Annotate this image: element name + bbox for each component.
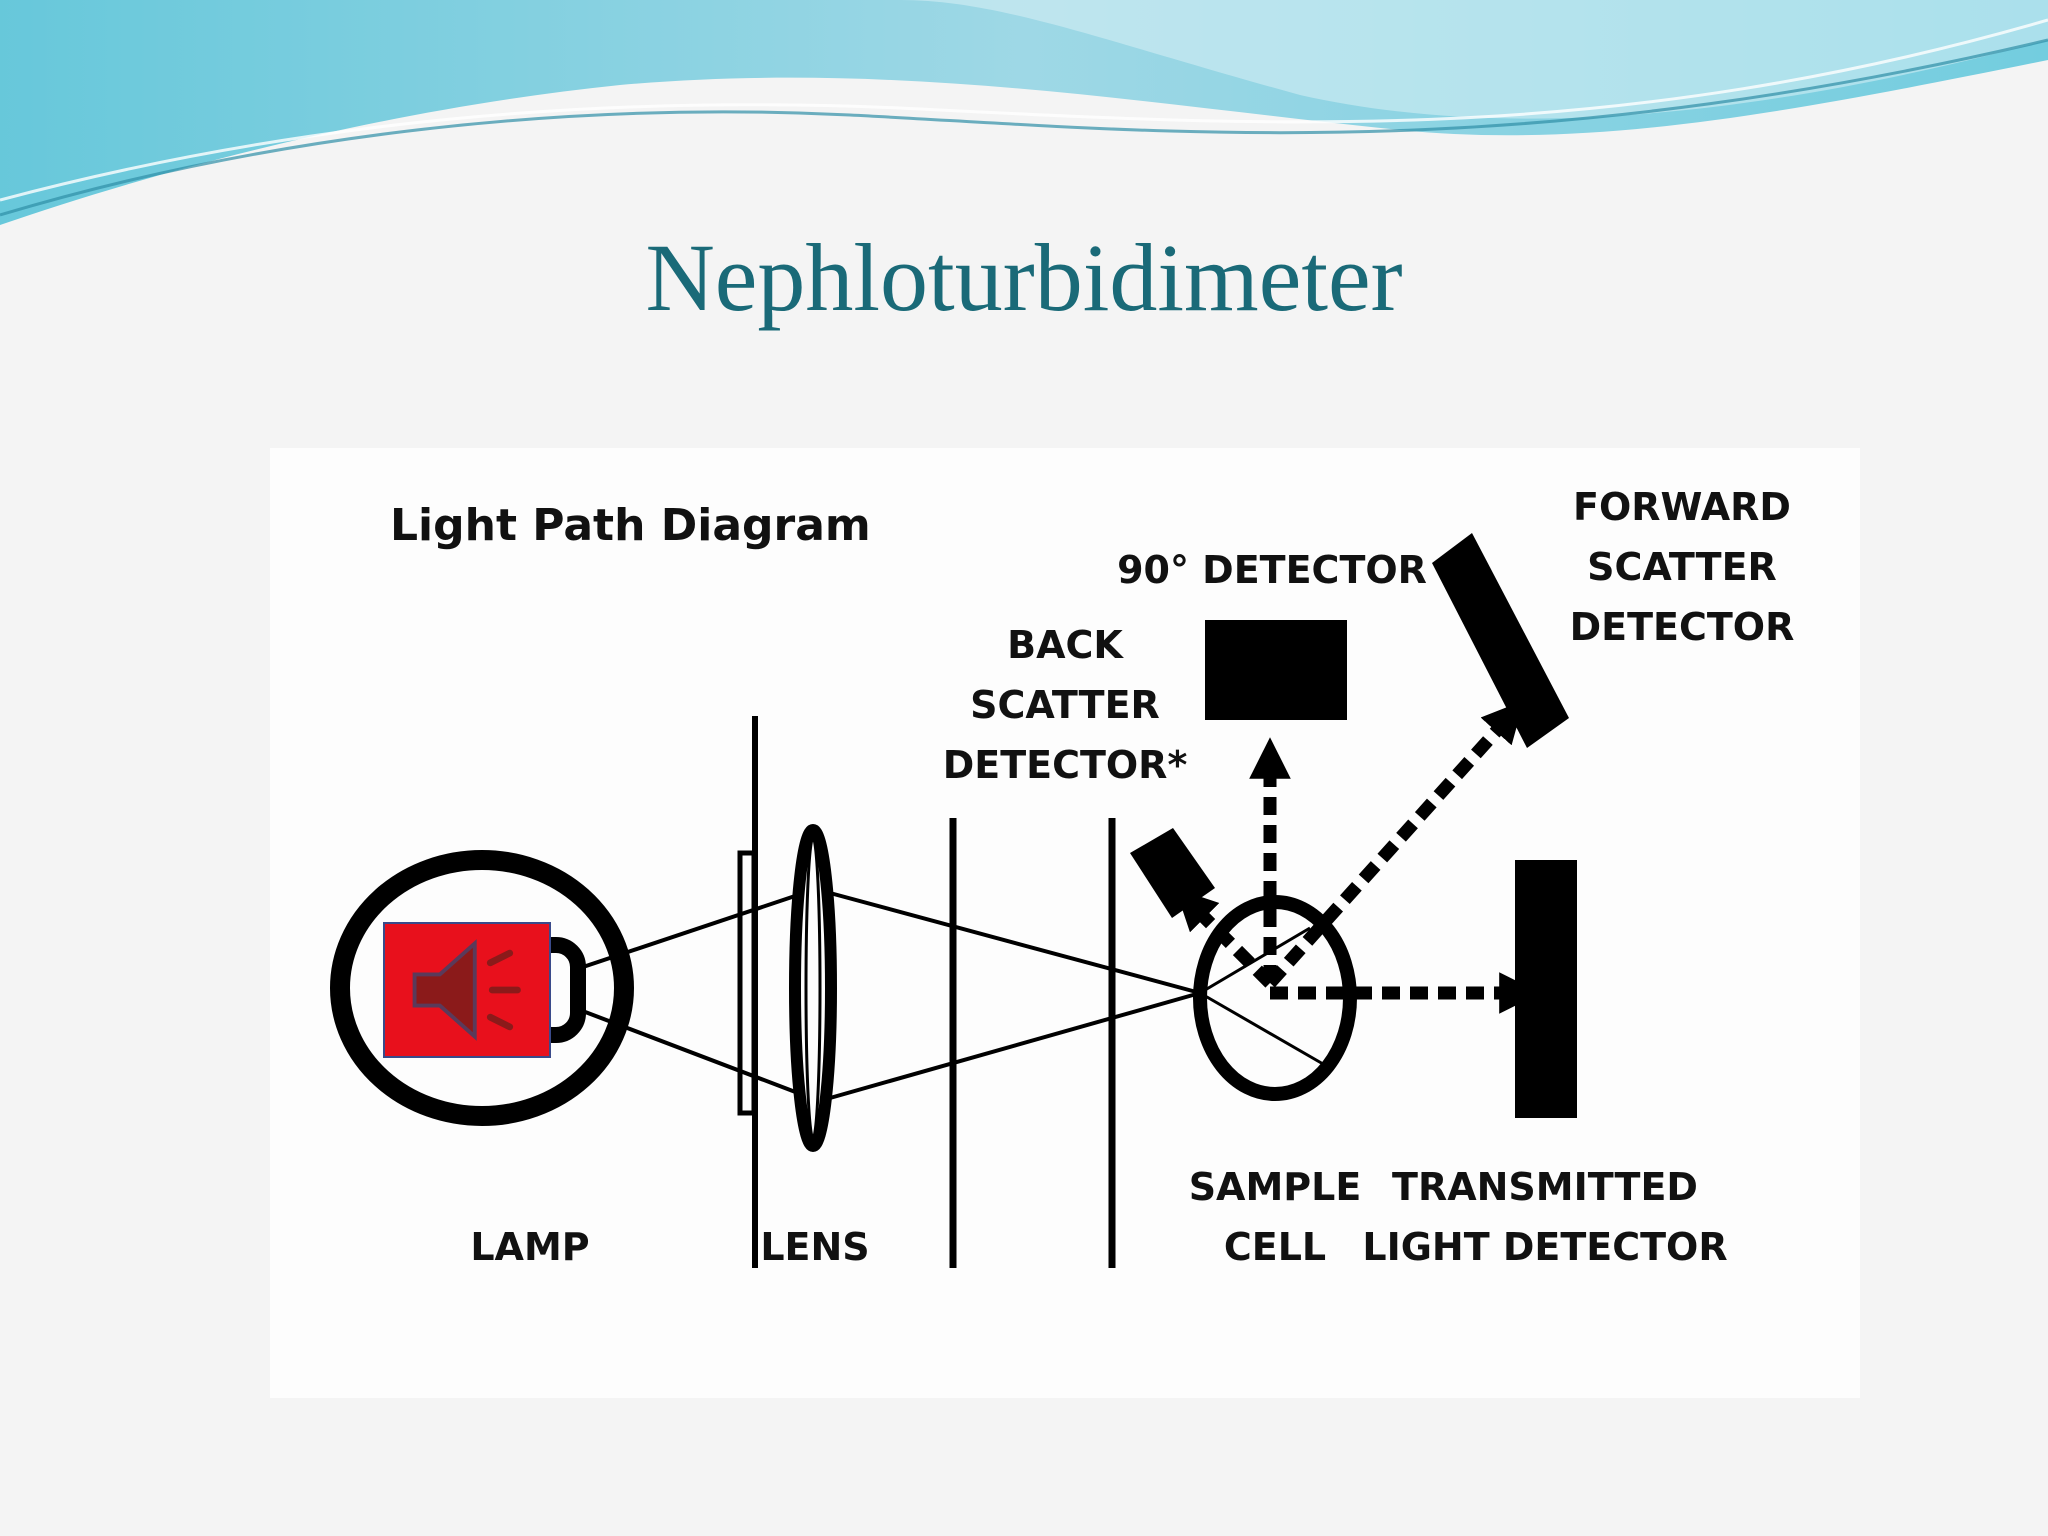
forward-scatter-arrow — [1265, 700, 1524, 988]
forward-scatter-label-1: FORWARD — [1573, 485, 1791, 529]
sample-cell — [1193, 895, 1357, 1101]
back-scatter-detector — [1130, 828, 1215, 918]
lamp-label: LAMP — [470, 1225, 589, 1269]
ninety-detector-label: 90° DETECTOR — [1117, 548, 1427, 592]
back-scatter-label-3: DETECTOR* — [943, 743, 1188, 787]
sample-cell-label-1: SAMPLE — [1189, 1165, 1362, 1209]
diagram-heading: Light Path Diagram — [390, 500, 871, 551]
transmitted-label-2: LIGHT DETECTOR — [1362, 1225, 1727, 1269]
transmitted-light-detector — [1515, 860, 1577, 1118]
light-rays — [579, 891, 1201, 1100]
diagram-canvas: Light Path Diagram — [330, 485, 1795, 1269]
audio-play-button[interactable] — [383, 922, 551, 1058]
forward-scatter-detector — [1432, 533, 1569, 748]
forward-scatter-label-2: SCATTER — [1587, 545, 1777, 589]
speaker-icon — [412, 939, 521, 1041]
lens-label: LENS — [760, 1225, 869, 1269]
ninety-detector — [1205, 620, 1347, 720]
slide-title: Nephloturbidimeter — [645, 224, 1403, 331]
lens-icon — [789, 824, 837, 1152]
lamp-reflector — [330, 850, 634, 1126]
back-scatter-label-2: SCATTER — [970, 683, 1160, 727]
back-scatter-arrow — [1175, 888, 1275, 988]
back-scatter-label-1: BACK — [1007, 623, 1124, 667]
sample-cell-label-2: CELL — [1224, 1225, 1326, 1269]
header-wave — [0, 0, 2048, 225]
forward-scatter-label-3: DETECTOR — [1570, 605, 1795, 649]
lens-aperture — [737, 850, 757, 1116]
transmitted-label-1: TRANSMITTED — [1392, 1165, 1698, 1209]
